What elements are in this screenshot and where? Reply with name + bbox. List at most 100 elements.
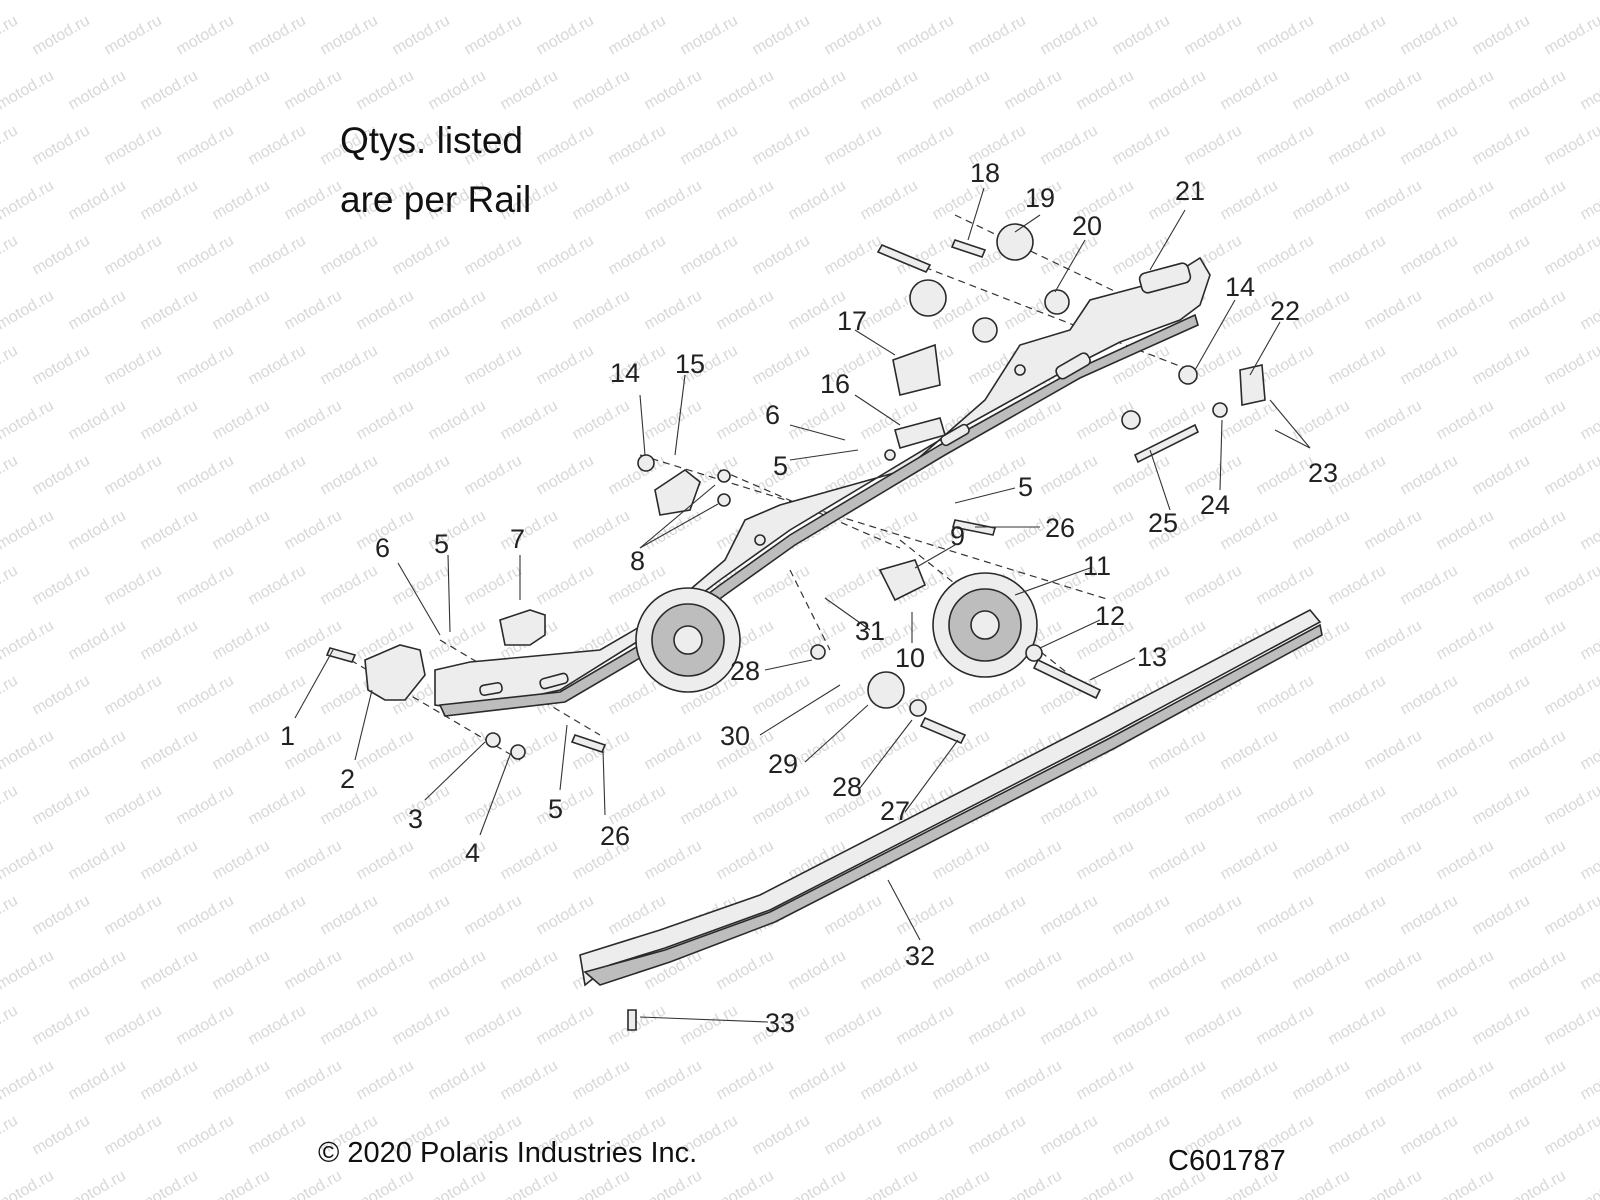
watermark-text: motod.ru bbox=[1578, 507, 1600, 553]
watermark-text: motod.ru bbox=[678, 782, 741, 828]
watermark-text: motod.ru bbox=[210, 947, 273, 993]
watermark-text: motod.ru bbox=[354, 1167, 417, 1200]
watermark-text: motod.ru bbox=[0, 1002, 21, 1048]
watermark-text: motod.ru bbox=[678, 232, 741, 278]
watermark-text: motod.ru bbox=[66, 287, 129, 333]
quantity-note-line2: are per Rail bbox=[340, 179, 531, 220]
watermark-text: motod.ru bbox=[0, 342, 21, 388]
watermark-text: motod.ru bbox=[894, 1112, 957, 1158]
watermark-text: motod.ru bbox=[1578, 1167, 1600, 1200]
callout-16: 16 bbox=[820, 369, 850, 399]
watermark-text: motod.ru bbox=[426, 67, 489, 113]
watermark-text: motod.ru bbox=[138, 1167, 201, 1200]
watermark-text: motod.ru bbox=[1074, 947, 1137, 993]
watermark-text: motod.ru bbox=[1290, 727, 1353, 773]
watermark-text: motod.ru bbox=[1470, 562, 1533, 608]
watermark-text: motod.ru bbox=[1002, 947, 1065, 993]
watermark-text: motod.ru bbox=[1578, 617, 1600, 663]
callout-24: 24 bbox=[1200, 490, 1230, 520]
callout-9: 9 bbox=[950, 521, 965, 551]
watermark-text: motod.ru bbox=[1362, 177, 1425, 223]
watermark-text: motod.ru bbox=[102, 122, 165, 168]
watermark-text: motod.ru bbox=[174, 672, 237, 718]
watermark-text: motod.ru bbox=[0, 892, 21, 938]
watermark-text: motod.ru bbox=[462, 452, 525, 498]
watermark-text: motod.ru bbox=[750, 342, 813, 388]
watermark-text: motod.ru bbox=[1434, 67, 1497, 113]
watermark-text: motod.ru bbox=[0, 947, 57, 993]
watermark-text: motod.ru bbox=[1290, 947, 1353, 993]
watermark-text: motod.ru bbox=[1362, 617, 1425, 663]
watermark-text: motod.ru bbox=[534, 342, 597, 388]
watermark-text: motod.ru bbox=[462, 892, 525, 938]
watermark-text: motod.ru bbox=[390, 342, 453, 388]
watermark-text: motod.ru bbox=[1542, 892, 1600, 938]
watermark-text: motod.ru bbox=[390, 1002, 453, 1048]
watermark-text: motod.ru bbox=[678, 1002, 741, 1048]
watermark-text: motod.ru bbox=[1038, 12, 1101, 58]
watermark-text: motod.ru bbox=[822, 12, 885, 58]
watermark-text: motod.ru bbox=[1362, 287, 1425, 333]
callout-5: 5 bbox=[434, 529, 449, 559]
watermark-text: motod.ru bbox=[30, 892, 93, 938]
watermark-text: motod.ru bbox=[102, 12, 165, 58]
watermark-text: motod.ru bbox=[1326, 122, 1389, 168]
watermark-text: motod.ru bbox=[1434, 837, 1497, 883]
watermark-text: motod.ru bbox=[1578, 177, 1600, 223]
watermark-text: motod.ru bbox=[426, 287, 489, 333]
watermark-text: motod.ru bbox=[354, 727, 417, 773]
watermark-text: motod.ru bbox=[1254, 672, 1317, 718]
watermark-text: motod.ru bbox=[1074, 1167, 1137, 1200]
watermark-text: motod.ru bbox=[210, 1057, 273, 1103]
watermark-text: motod.ru bbox=[750, 122, 813, 168]
watermark-text: motod.ru bbox=[102, 1112, 165, 1158]
watermark-text: motod.ru bbox=[1254, 892, 1317, 938]
callout-26: 26 bbox=[600, 821, 630, 851]
watermark-text: motod.ru bbox=[1326, 1112, 1389, 1158]
watermark-text: motod.ru bbox=[1542, 452, 1600, 498]
watermark-text: motod.ru bbox=[1506, 1167, 1569, 1200]
wear-block bbox=[892, 343, 941, 396]
watermark-text: motod.ru bbox=[246, 122, 309, 168]
watermark-text: motod.ru bbox=[1506, 177, 1569, 223]
callout-3: 3 bbox=[408, 804, 423, 834]
watermark-text: motod.ru bbox=[1290, 507, 1353, 553]
watermark-text: motod.ru bbox=[66, 617, 129, 663]
watermark-text: motod.ru bbox=[642, 1057, 705, 1103]
watermark-text: motod.ru bbox=[1254, 232, 1317, 278]
watermark-text: motod.ru bbox=[354, 287, 417, 333]
watermark-text: motod.ru bbox=[1578, 67, 1600, 113]
watermark-text: motod.ru bbox=[1326, 342, 1389, 388]
watermark-text: motod.ru bbox=[30, 122, 93, 168]
watermark-text: motod.ru bbox=[30, 562, 93, 608]
callout-20: 20 bbox=[1072, 211, 1102, 241]
watermark-text: motod.ru bbox=[1362, 507, 1425, 553]
watermark-text: motod.ru bbox=[1578, 287, 1600, 333]
watermark-text: motod.ru bbox=[642, 1167, 705, 1200]
watermark-text: motod.ru bbox=[174, 1112, 237, 1158]
watermark-text: motod.ru bbox=[66, 1057, 129, 1103]
watermark-text: motod.ru bbox=[0, 1112, 21, 1158]
watermark-text: motod.ru bbox=[1506, 947, 1569, 993]
watermark-text: motod.ru bbox=[1254, 12, 1317, 58]
watermark-text: motod.ru bbox=[786, 1057, 849, 1103]
watermark-text: motod.ru bbox=[750, 12, 813, 58]
watermark-text: motod.ru bbox=[1146, 727, 1209, 773]
watermark-text: motod.ru bbox=[246, 1112, 309, 1158]
front-bumper-block bbox=[364, 644, 426, 701]
watermark-text: motod.ru bbox=[786, 397, 849, 443]
leader-lines bbox=[294, 187, 1311, 1023]
watermark-text: motod.ru bbox=[1290, 1167, 1353, 1200]
watermark-text: motod.ru bbox=[138, 397, 201, 443]
watermark-text: motod.ru bbox=[1398, 892, 1461, 938]
watermark-text: motod.ru bbox=[822, 1002, 885, 1048]
watermark-text: motod.ru bbox=[1182, 562, 1245, 608]
watermark-text: motod.ru bbox=[750, 232, 813, 278]
watermark-text: motod.ru bbox=[1110, 12, 1173, 58]
watermark-text: motod.ru bbox=[102, 342, 165, 388]
callout-30: 30 bbox=[720, 721, 750, 751]
watermark-text: motod.ru bbox=[1218, 67, 1281, 113]
watermark-text: motod.ru bbox=[174, 1002, 237, 1048]
watermark-text: motod.ru bbox=[354, 67, 417, 113]
watermark-text: motod.ru bbox=[1254, 122, 1317, 168]
